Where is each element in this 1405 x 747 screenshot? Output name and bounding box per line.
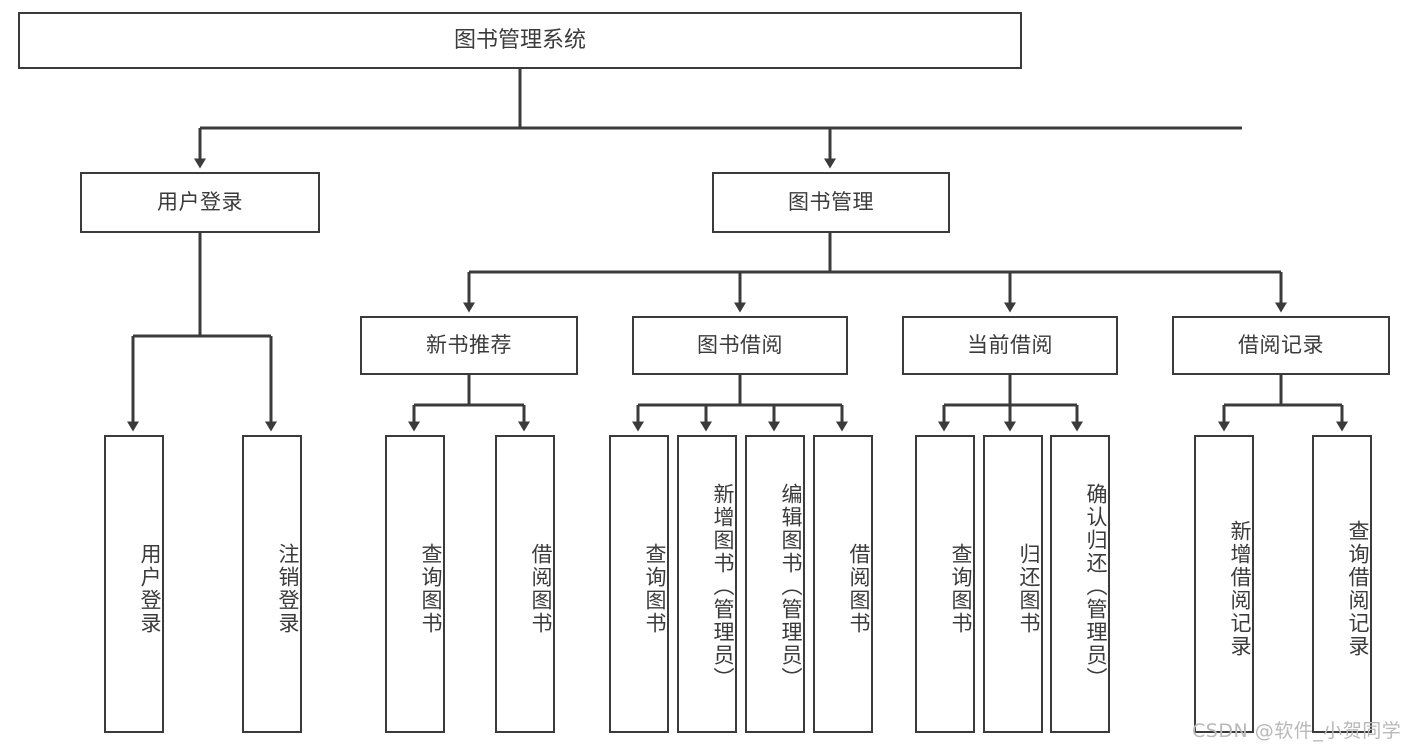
- node-new-book-recommend[interactable]: 新书推荐: [360, 316, 578, 375]
- leaf-record-add-borrow-record[interactable]: 新增借阅记录: [1194, 435, 1254, 733]
- leaf-borrow-borrow-book[interactable]: 借阅图书: [813, 435, 873, 733]
- leaf-recommend-borrow-book[interactable]: 借阅图书: [495, 435, 555, 733]
- leaf-borrow-edit-book-admin[interactable]: 编辑图书（管理员）: [745, 435, 805, 733]
- leaf-current-query-book[interactable]: 查询图书: [915, 435, 975, 733]
- leaf-borrow-add-book-admin[interactable]: 新增图书（管理员）: [677, 435, 737, 733]
- leaf-recommend-query-book[interactable]: 查询图书: [385, 435, 445, 733]
- leaf-current-return-book[interactable]: 归还图书: [983, 435, 1043, 733]
- node-book-borrow[interactable]: 图书借阅: [632, 316, 848, 375]
- leaf-current-confirm-return-admin[interactable]: 确认归还（管理员）: [1050, 435, 1110, 733]
- leaf-logout-login[interactable]: 注销登录: [242, 435, 302, 733]
- node-book-management[interactable]: 图书管理: [712, 172, 950, 233]
- csdn-watermark: CSDN @软件_小贺同学: [1192, 720, 1402, 742]
- node-root-system[interactable]: 图书管理系统: [18, 12, 1022, 69]
- leaf-user-login[interactable]: 用户登录: [104, 435, 164, 733]
- leaf-record-query-borrow-record[interactable]: 查询借阅记录: [1312, 435, 1372, 733]
- node-user-login[interactable]: 用户登录: [80, 172, 320, 233]
- node-borrow-record[interactable]: 借阅记录: [1172, 316, 1390, 375]
- node-current-borrow[interactable]: 当前借阅: [902, 316, 1118, 375]
- leaf-borrow-query-book[interactable]: 查询图书: [609, 435, 669, 733]
